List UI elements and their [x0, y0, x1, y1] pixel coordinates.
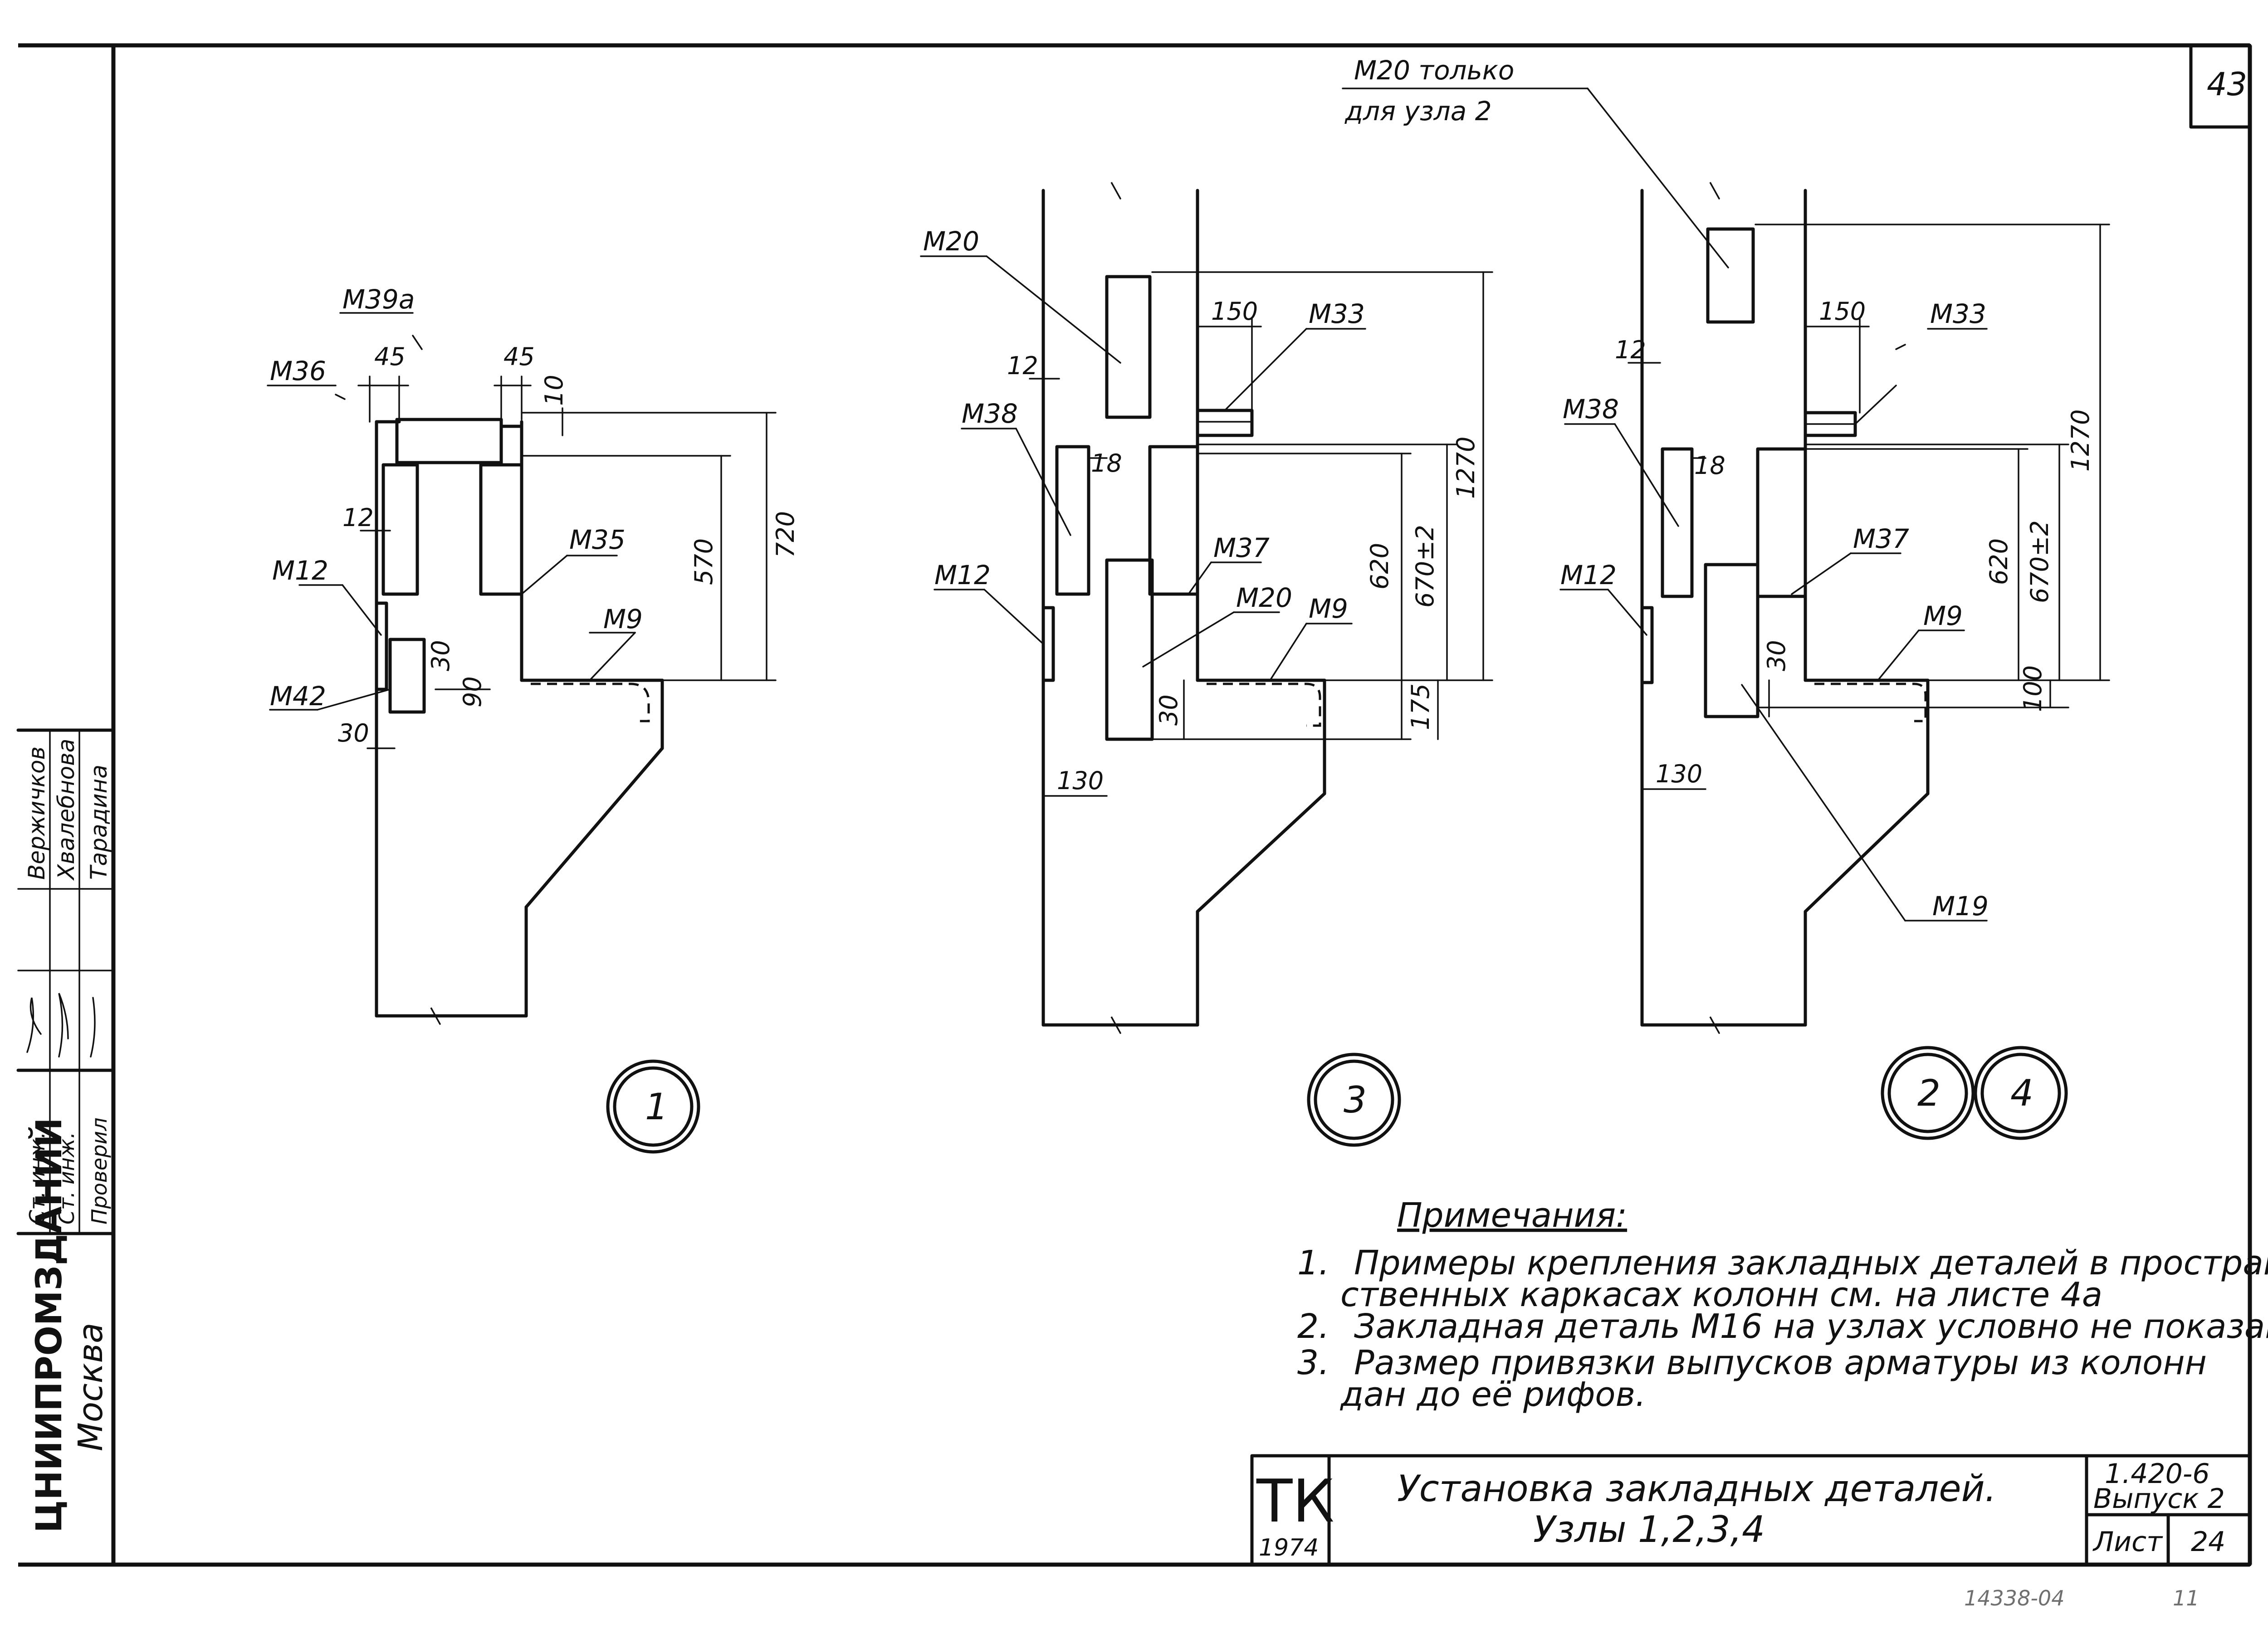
node3-label-m20a: М20 [923, 226, 979, 257]
node24-label-m37: М37 [1853, 523, 1909, 554]
node24-dim-620: 620 [1984, 538, 2013, 585]
node3-marker [1307, 1053, 1401, 1147]
sheet-number: 24 [2191, 1526, 2225, 1558]
node-3-drawing [920, 182, 1493, 1034]
node3-dim-18: 18 [1091, 449, 1122, 478]
note-1-line-1: Примеры крепления закладных деталей в пр… [1354, 1244, 2268, 1283]
node24-label-m38: М38 [1563, 394, 1619, 424]
side-stamp-role-2: Ст. инж. [54, 1132, 79, 1224]
node24-dim-30: 30 [1762, 640, 1791, 671]
sheet-label: Лист [2092, 1526, 2163, 1558]
title-line-2: Узлы 1,2,3,4 [1533, 1508, 1765, 1551]
node1-marker [606, 1059, 700, 1154]
title-line-1: Установка закладных деталей. [1397, 1468, 1996, 1510]
node24-note-m20-line1: М20 только [1354, 55, 1514, 86]
node24-dim-130: 130 [1656, 760, 1702, 788]
note-1-line-2: ственных каркасах колонн см. на листе 4а [1340, 1275, 2102, 1314]
node1-label-m39a: М39а [342, 284, 415, 315]
node1-dim-30b: 30 [338, 719, 369, 747]
node24-label-m19: М19 [1932, 891, 1989, 922]
node24-dim-670: 670±2 [2025, 520, 2054, 603]
node-2-4-drawing [1342, 88, 2110, 1034]
node3-label-m20b: М20 [1236, 582, 1292, 613]
node3-dim-620: 620 [1365, 543, 1394, 590]
note-3-line-1: Размер привязки выпусков арматуры из кол… [1354, 1343, 2207, 1382]
organization-city: Москва [71, 1323, 110, 1451]
node1-label-m36: М36 [270, 356, 326, 386]
corner-sheet-number: 43 [2207, 66, 2247, 103]
side-stamp-name-1: Вержичков [24, 746, 50, 880]
sheet-issue: Выпуск 2 [2093, 1483, 2225, 1515]
node24-label-m9: М9 [1923, 600, 1963, 631]
node24-markers [1881, 1046, 2068, 1140]
node4-marker-label: 4 [2010, 1072, 2033, 1114]
archive-suffix: 11 [2173, 1586, 2200, 1610]
node1-dim-45b: 45 [503, 342, 535, 371]
note-3-number: 3. [1297, 1343, 1330, 1382]
notes-heading: Примечания: [1397, 1196, 1627, 1235]
node1-dim-12: 12 [342, 503, 374, 532]
archive-number: 14338-04 [1964, 1586, 2064, 1610]
node3-dim-12: 12 [1007, 351, 1038, 380]
node1-dim-90: 90 [458, 676, 487, 707]
node3-label-m9: М9 [1309, 593, 1348, 624]
note-2-line-1: Закладная деталь М16 на узлах условно не… [1354, 1307, 2268, 1346]
node24-note-m20-line2: для узла 2 [1344, 96, 1492, 127]
node3-dim-130: 130 [1057, 766, 1104, 795]
node1-label-m9: М9 [603, 604, 643, 634]
node3-dim-150: 150 [1211, 297, 1258, 326]
node1-dim-45a: 45 [374, 342, 406, 371]
node24-dim-150: 150 [1819, 297, 1866, 326]
side-stamp-name-2: Хвалебнова [53, 739, 79, 881]
node24-dim-12: 12 [1615, 336, 1646, 364]
stamp-year: 1974 [1259, 1534, 1319, 1561]
side-stamp-role-1: Ст. инж. [25, 1132, 49, 1224]
node24-label-m33: М33 [1930, 298, 1986, 329]
node3-dim-1270: 1270 [1452, 437, 1480, 499]
node-1-drawing [267, 312, 777, 1025]
signature-marks [26, 993, 96, 1058]
node1-marker-label: 1 [645, 1086, 668, 1128]
note-2-number: 2. [1297, 1307, 1330, 1346]
stamp-letters: ТК [1256, 1467, 1334, 1536]
node3-label-m37: М37 [1213, 532, 1270, 563]
side-stamp-name-3: Тарадина [86, 765, 112, 880]
node24-label-m12: М12 [1560, 560, 1617, 590]
node1-dim-30a: 30 [426, 640, 455, 671]
node1-label-m42: М42 [270, 681, 326, 712]
side-stamp [16, 728, 115, 1235]
node3-label-m33: М33 [1309, 298, 1365, 329]
node2-marker-label: 2 [1917, 1072, 1941, 1114]
node24-dim-1270: 1270 [2066, 410, 2095, 472]
node24-dim-100: 100 [2019, 665, 2047, 712]
node24-dim-18: 18 [1694, 451, 1725, 480]
node1-label-m12: М12 [272, 555, 328, 586]
title-block [1250, 1454, 2252, 1566]
side-stamp-role-3: Проверил [87, 1117, 112, 1224]
node1-dim-570: 570 [689, 538, 718, 585]
node3-label-m38: М38 [962, 398, 1018, 429]
organization-name: ЦНИИПРОМЗДАНИЙ [28, 1117, 70, 1533]
note-1-number: 1. [1297, 1244, 1330, 1283]
node3-marker-label: 3 [1344, 1079, 1367, 1121]
node3-label-m12: М12 [934, 560, 991, 590]
node3-dim-175: 175 [1406, 683, 1435, 730]
node1-label-m35: М35 [569, 524, 626, 555]
node3-dim-670: 670±2 [1411, 525, 1439, 608]
node1-dim-720: 720 [771, 511, 800, 558]
node1-dim-10: 10 [540, 375, 568, 406]
sheet-code: 1.420-6 [2105, 1458, 2210, 1490]
note-3-line-2: дан до её рифов. [1339, 1375, 1646, 1414]
node3-dim-30: 30 [1154, 694, 1183, 726]
